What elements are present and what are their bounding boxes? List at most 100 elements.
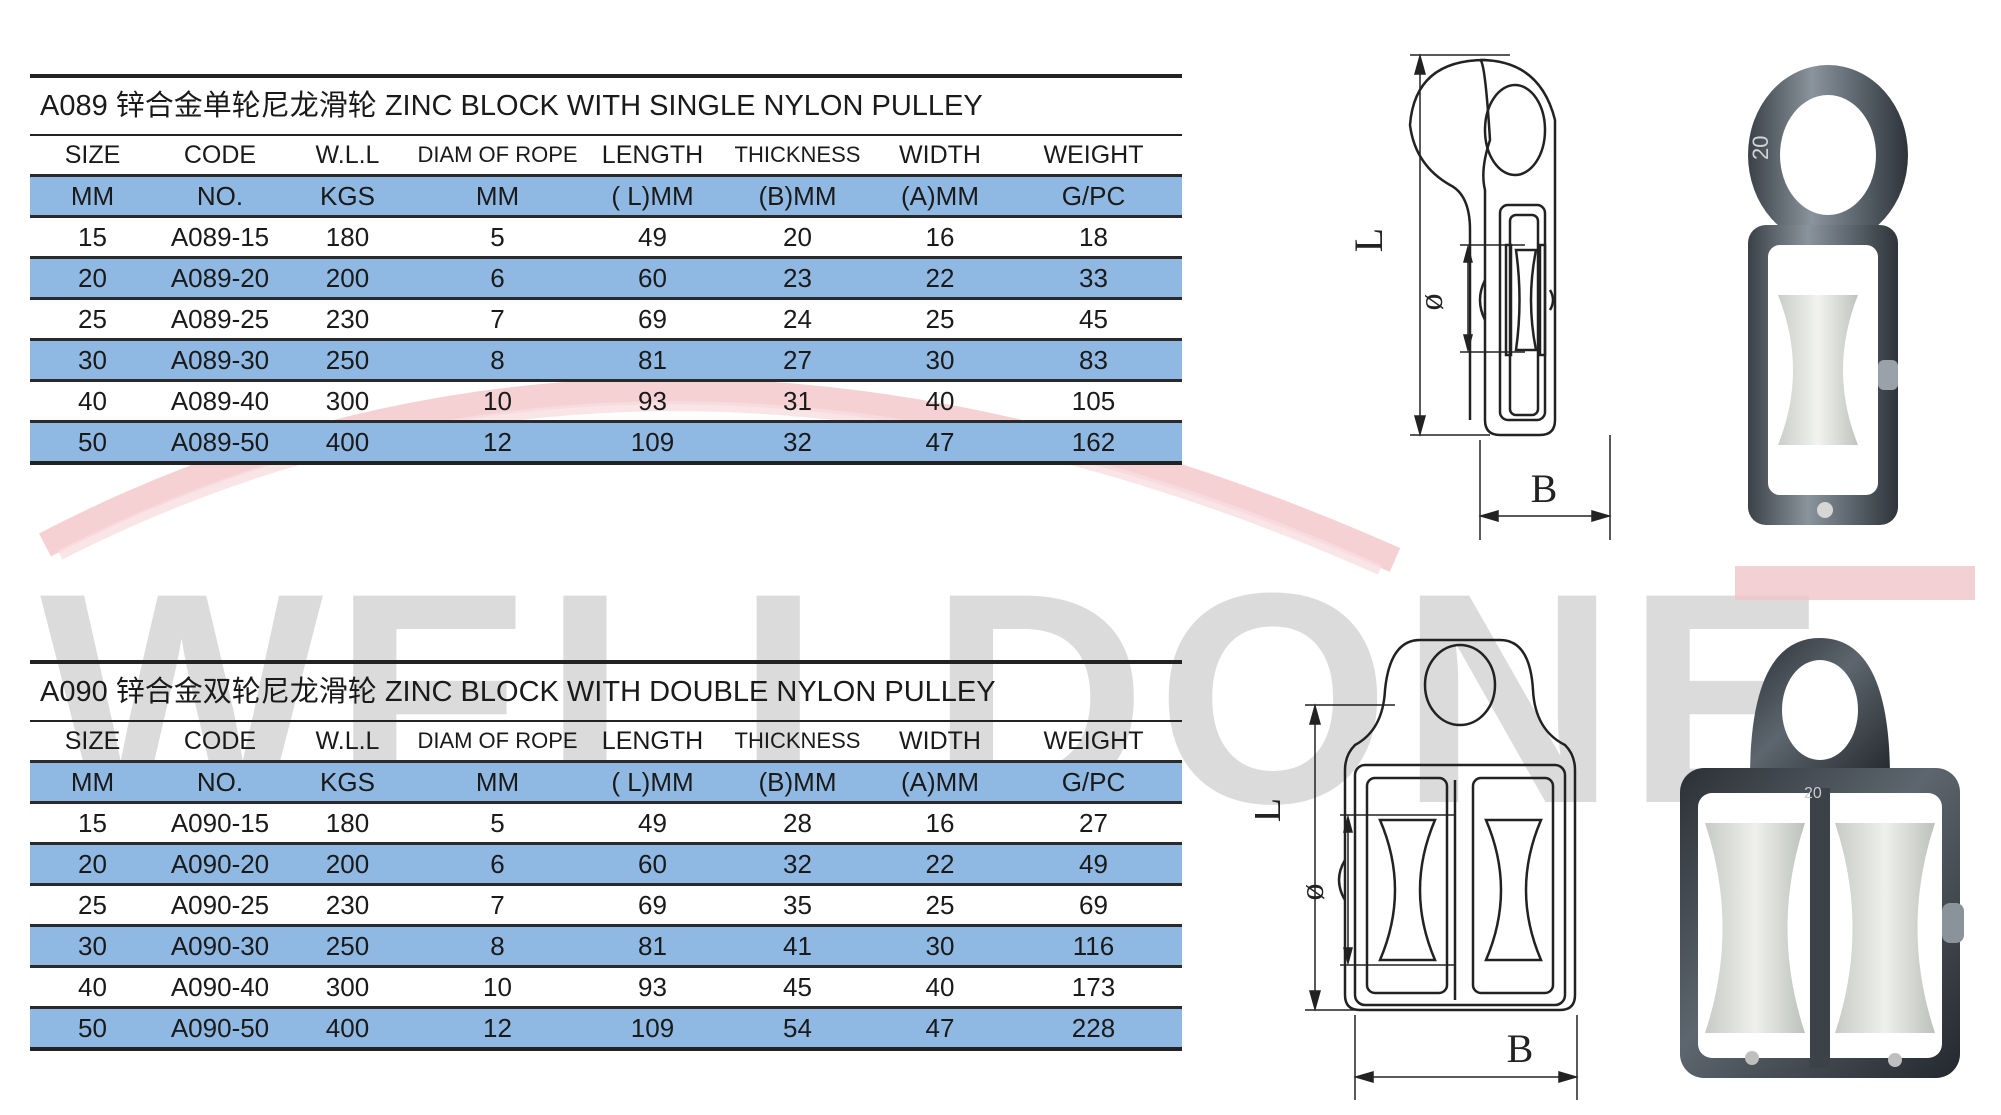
dim-length-label: L xyxy=(1346,228,1391,252)
table-cell: 12 xyxy=(410,420,585,461)
unit-cell: G/PC xyxy=(1005,760,1182,803)
table-cell: 50 xyxy=(30,1006,155,1047)
table-row: 30 A090-30 250 8 81 41 30 116 xyxy=(30,924,1182,967)
table-title: A089 锌合金单轮尼龙滑轮 ZINC BLOCK WITH SINGLE NY… xyxy=(40,90,983,122)
table-cell: 15 xyxy=(30,801,155,844)
table-cell: 16 xyxy=(875,215,1005,258)
table-cell: 10 xyxy=(410,965,585,1008)
table-cell: 116 xyxy=(1005,924,1182,967)
header-cell: WEIGHT xyxy=(1043,140,1144,169)
header-cell: W.L.L xyxy=(315,726,380,755)
table-cell: 32 xyxy=(720,842,875,885)
table-cell: 10 xyxy=(410,379,585,422)
unit-cell: (B)MM xyxy=(720,174,875,217)
table-cell: 6 xyxy=(410,256,585,299)
table-row: 40 A089-40 300 10 93 31 40 105 xyxy=(30,379,1182,422)
table-cell: 200 xyxy=(285,256,410,299)
table-cell: 230 xyxy=(285,883,410,926)
table-cell: 31 xyxy=(720,379,875,422)
table-cell: 300 xyxy=(285,965,410,1008)
table-cell: 180 xyxy=(285,801,410,844)
table-cell: 109 xyxy=(585,1006,720,1047)
table-cell: 30 xyxy=(30,338,155,381)
unit-cell: (A)MM xyxy=(875,174,1005,217)
unit-cell: (B)MM xyxy=(720,760,875,803)
table-cell: 8 xyxy=(410,338,585,381)
table-cell: A089-25 xyxy=(155,297,285,340)
table-cell: 50 xyxy=(30,420,155,461)
table-cell: 60 xyxy=(585,842,720,885)
table-cell: 162 xyxy=(1005,420,1182,461)
table-cell: 32 xyxy=(720,420,875,461)
table-cell: 47 xyxy=(875,420,1005,461)
unit-cell: ( L)MM xyxy=(585,760,720,803)
table-cell: A089-20 xyxy=(155,256,285,299)
table-cell: 20 xyxy=(30,842,155,885)
table-row: 25 A090-25 230 7 69 35 25 69 xyxy=(30,883,1182,926)
table-cell: 23 xyxy=(720,256,875,299)
table-row: 15 A089-15 180 5 49 20 16 18 xyxy=(30,215,1182,258)
unit-cell: MM xyxy=(30,174,155,217)
header-row-labels: SIZE CODE W.L.L DIAM OF ROPE LENGTH THIC… xyxy=(30,136,1182,176)
header-cell: CODE xyxy=(183,140,257,169)
table-title-rule xyxy=(30,134,1182,136)
header-cell: LENGTH xyxy=(601,140,704,169)
table-row: 20 A090-20 200 6 60 32 22 49 xyxy=(30,842,1182,885)
header-row-labels: SIZE CODE W.L.L DIAM OF ROPE LENGTH THIC… xyxy=(30,722,1182,762)
table-cell: 230 xyxy=(285,297,410,340)
table-cell: 173 xyxy=(1005,965,1182,1008)
table-cell: 7 xyxy=(410,297,585,340)
table-title-rule xyxy=(30,720,1182,722)
table-cell: 69 xyxy=(585,883,720,926)
dim-thickness-label: B xyxy=(1507,1026,1534,1071)
table-cell: 33 xyxy=(1005,256,1182,299)
header-cell: DIAM OF ROPE xyxy=(417,142,578,167)
table-cell: 30 xyxy=(875,924,1005,967)
table-cell: 69 xyxy=(585,297,720,340)
table-row: 25 A089-25 230 7 69 24 25 45 xyxy=(30,297,1182,340)
table-cell: 5 xyxy=(410,215,585,258)
table-cell: 93 xyxy=(585,379,720,422)
table-cell: 22 xyxy=(875,842,1005,885)
table-cell: 5 xyxy=(410,801,585,844)
table-cell: 7 xyxy=(410,883,585,926)
header-cell: SIZE xyxy=(64,726,121,755)
unit-cell: NO. xyxy=(155,760,285,803)
table-cell: 45 xyxy=(1005,297,1182,340)
table-top-rule xyxy=(30,660,1182,664)
table-cell: 81 xyxy=(585,338,720,381)
table-cell: 109 xyxy=(585,420,720,461)
table-cell: 6 xyxy=(410,842,585,885)
table-cell: 41 xyxy=(720,924,875,967)
spec-table-single: A089 锌合金单轮尼龙滑轮 ZINC BLOCK WITH SINGLE NY… xyxy=(30,74,1182,465)
table-cell: A090-40 xyxy=(155,965,285,1008)
header-cell: WIDTH xyxy=(899,140,981,169)
table-cell: A089-15 xyxy=(155,215,285,258)
table-cell: 93 xyxy=(585,965,720,1008)
table-bottom-rule xyxy=(30,461,1182,465)
table-cell: 105 xyxy=(1005,379,1182,422)
table-cell: 12 xyxy=(410,1006,585,1047)
table-row: 20 A089-20 200 6 60 23 22 33 xyxy=(30,256,1182,299)
table-row: 50 A089-50 400 12 109 32 47 162 xyxy=(30,420,1182,461)
unit-cell: MM xyxy=(30,760,155,803)
table-cell: 15 xyxy=(30,215,155,258)
table-cell: A089-30 xyxy=(155,338,285,381)
table-cell: A090-15 xyxy=(155,801,285,844)
table-cell: 27 xyxy=(720,338,875,381)
table-cell: 28 xyxy=(720,801,875,844)
table-row: 30 A089-30 250 8 81 27 30 83 xyxy=(30,338,1182,381)
table-row: 50 A090-50 400 12 109 54 47 228 xyxy=(30,1006,1182,1047)
table-title: A090 锌合金双轮尼龙滑轮 ZINC BLOCK WITH DOUBLE NY… xyxy=(40,676,996,708)
unit-cell: G/PC xyxy=(1005,174,1182,217)
unit-cell: ( L)MM xyxy=(585,174,720,217)
stamp-size-label: 20 xyxy=(1748,136,1773,160)
table-cell: 180 xyxy=(285,215,410,258)
header-cell: THICKNESS xyxy=(734,142,861,167)
unit-cell: MM xyxy=(410,760,585,803)
watermark-accent-bar xyxy=(1735,566,1975,600)
unit-cell: KGS xyxy=(285,760,410,803)
table-cell: 40 xyxy=(875,379,1005,422)
table-cell: 8 xyxy=(410,924,585,967)
header-cell: SIZE xyxy=(64,140,121,169)
